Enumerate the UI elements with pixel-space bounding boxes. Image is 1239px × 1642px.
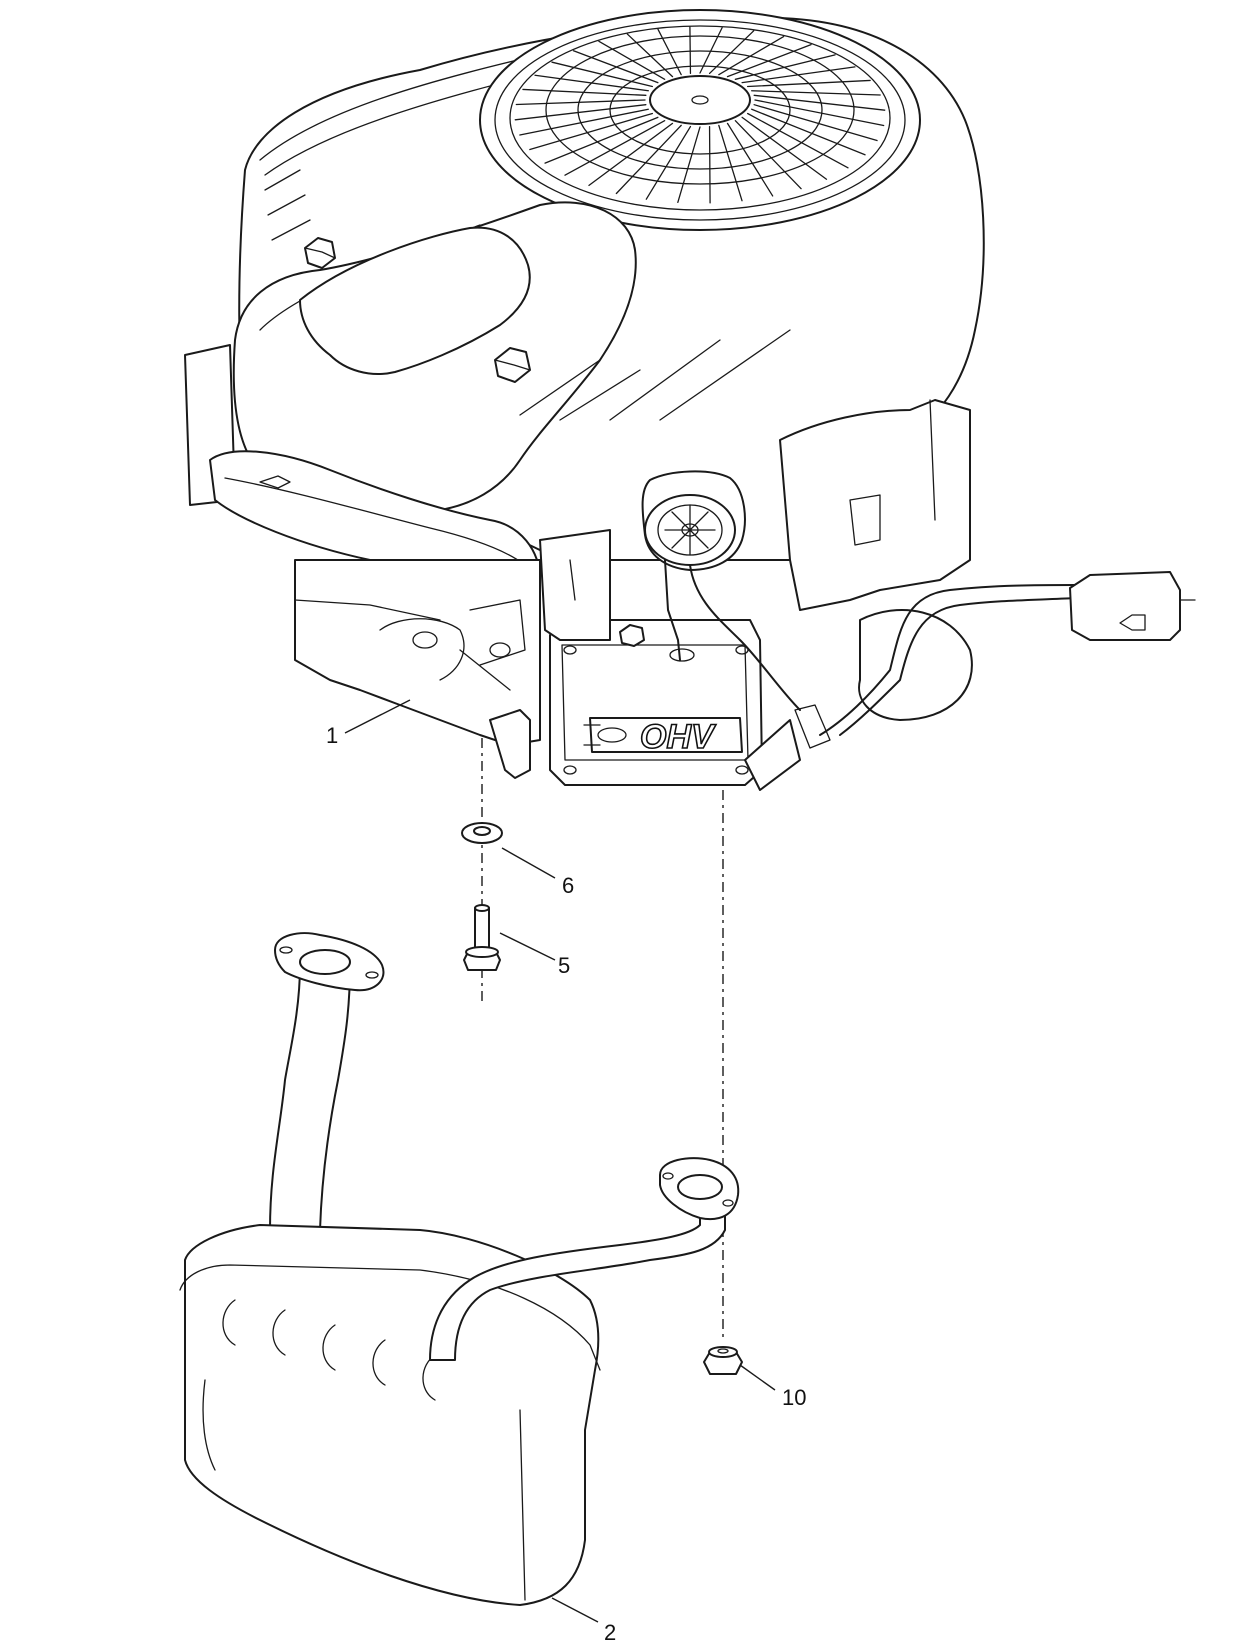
leader-6	[501, 847, 556, 879]
fan-blade	[746, 112, 849, 169]
fan-blade	[529, 112, 654, 151]
leader-1	[344, 699, 411, 734]
nut	[703, 1346, 743, 1375]
fan-blade	[726, 122, 774, 197]
knob-left	[304, 237, 336, 269]
fan-blade	[519, 108, 649, 136]
engine-assembly: OHV	[184, 9, 1196, 791]
leader-lines	[344, 699, 776, 1623]
fan-blade	[718, 124, 743, 202]
callout-10: 10	[782, 1385, 806, 1410]
fan-blade	[645, 125, 692, 200]
fan-blade	[514, 104, 647, 121]
fan-blade	[522, 88, 647, 96]
fan-blade	[615, 124, 682, 195]
knob-right	[494, 347, 531, 383]
fan-blade	[515, 99, 646, 106]
fan-ring	[577, 50, 823, 170]
callout-6: 6	[562, 873, 574, 898]
fan-blade	[677, 126, 701, 204]
leader-2	[551, 1597, 599, 1623]
fan-blade	[754, 99, 885, 127]
fan-blade	[753, 104, 878, 142]
leader-10	[739, 1364, 776, 1391]
bolt	[463, 904, 501, 971]
ohv-logo-text: OHV	[640, 718, 717, 756]
fuel-pump	[641, 470, 746, 571]
fan-blade	[753, 94, 886, 111]
washer	[461, 822, 503, 844]
flywheel-screen	[479, 9, 921, 231]
fan-blade	[734, 120, 802, 190]
fan-blade	[708, 125, 711, 204]
callout-5: 5	[558, 953, 570, 978]
fan-blade	[751, 90, 881, 96]
callout-2: 2	[604, 1620, 616, 1642]
fan-ring	[609, 65, 791, 155]
muffler-assembly	[179, 932, 740, 1606]
fan-blade	[751, 108, 866, 156]
fan-blade	[544, 116, 659, 164]
callout-1: 1	[326, 723, 338, 748]
fan-ring	[545, 35, 855, 185]
fuel-filter	[1069, 571, 1196, 641]
fan-blade	[564, 120, 666, 176]
valve-cover: OHV	[549, 619, 763, 786]
fan-blade	[588, 122, 674, 187]
fan-blade	[741, 116, 828, 180]
leader-5	[499, 932, 556, 961]
